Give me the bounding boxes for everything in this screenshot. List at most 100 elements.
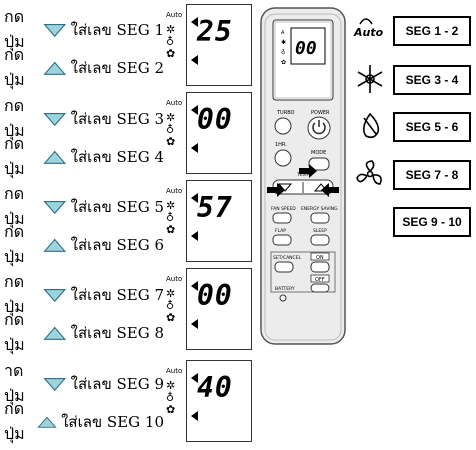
- pointer-arrow-right: [321, 183, 339, 197]
- indicator-arrow-icon: [191, 17, 198, 27]
- segment-instruction: ใส่เลข SEG 3: [70, 110, 164, 128]
- instruction-row-down: กดปุ่มใส่เลข SEG 1: [4, 7, 164, 51]
- fan-icon: ✿: [166, 403, 176, 416]
- up-arrow-icon: [43, 238, 67, 252]
- instruction-row-up: กดปุ่ม ใส่เลข SEG 8: [4, 310, 164, 354]
- lcd-panel: Auto ✲ ♁ ✿ 00: [162, 92, 252, 174]
- dry-icon: [352, 108, 388, 144]
- pointer-arrow-left: [267, 183, 285, 197]
- auto-icon: Auto: [166, 11, 183, 19]
- dry-icon: ♁: [166, 211, 175, 224]
- segment-instruction: ใส่เลข SEG 2: [70, 59, 164, 77]
- pointer-icon: [191, 143, 198, 153]
- mode-icons: Auto ✲ ♁ ✿: [162, 92, 184, 174]
- sleep-button[interactable]: [310, 234, 330, 246]
- segment-instruction: ใส่เลข SEG 6: [70, 236, 164, 254]
- pointer-arrow-mode: [299, 164, 317, 178]
- remote-control: A ✱ ♁ ✿ 00 TURBO POWER 1HR. MODE TEMP FA…: [260, 7, 346, 345]
- temp-label: TEMP: [296, 172, 309, 178]
- instruction-row-up: กดปุ่ม ใส่เลข SEG 6: [4, 222, 164, 266]
- press-label: กดปุ่ม: [4, 45, 25, 89]
- set-cancel-button[interactable]: [274, 261, 294, 273]
- lcd-screen: 57: [186, 180, 252, 262]
- remote-auto-icon: A: [281, 30, 285, 36]
- indicator-arrow-icon: [191, 281, 198, 291]
- segment-legend-box: SEG 3 - 4: [393, 65, 471, 95]
- mode-label: MODE: [311, 150, 326, 156]
- segment-legend-box: SEG 7 - 8: [393, 160, 471, 190]
- fan-icon: ✿: [166, 311, 176, 324]
- on-button[interactable]: [310, 261, 330, 273]
- up-arrow-icon: [37, 416, 57, 428]
- dry-icon: ♁: [166, 391, 175, 404]
- fan-icon: ✿: [166, 47, 176, 60]
- segment-instruction: ใส่เลข SEG 9: [70, 375, 164, 393]
- lcd-screen: 40: [186, 360, 252, 442]
- instruction-row-up: กดปุ่ม ใส่เลข SEG 4: [4, 134, 164, 178]
- fan-speed-label: FAN SPEED: [271, 206, 296, 212]
- snowflake-icon: ✲: [166, 23, 176, 36]
- auto-icon: Auto: [166, 187, 183, 195]
- segment-legend-box: SEG 5 - 6: [393, 112, 471, 142]
- press-label: กดปุ่ม: [4, 134, 25, 178]
- segment-instruction: ใส่เลข SEG 4: [70, 148, 164, 166]
- battery-indicator: [279, 294, 287, 302]
- instruction-row-down: กดปุ่มใส่เลข SEG 3: [4, 96, 164, 140]
- turbo-button[interactable]: [274, 117, 292, 135]
- snowflake-icon: ✲: [166, 199, 176, 212]
- press-label: กดปุ่ม: [4, 272, 25, 316]
- up-arrow-icon: [43, 61, 67, 75]
- snowflake-icon: ✲: [166, 111, 176, 124]
- snowflake-icon: ✲: [166, 287, 176, 300]
- up-arrow-icon: [43, 326, 67, 340]
- 1hr-button[interactable]: [274, 149, 292, 167]
- pointer-icon: [191, 231, 198, 241]
- turbo-label: TURBO: [276, 110, 295, 116]
- lcd-screen: 00: [186, 92, 252, 174]
- svg-text:✱: ✱: [281, 39, 286, 46]
- indicator-arrow-icon: [191, 105, 198, 115]
- off-button[interactable]: [310, 283, 330, 293]
- mode-icons: Auto ✲ ♁ ✿: [162, 180, 184, 262]
- auto-icon: Auto: [166, 99, 183, 107]
- down-arrow-icon: [43, 23, 67, 38]
- segment-instruction: ใส่เลข SEG 8: [70, 324, 164, 342]
- dry-icon: ♁: [166, 35, 175, 48]
- press-label: กดปุ่ม: [4, 222, 25, 266]
- mode-icons: Auto ✲ ♁ ✿: [162, 360, 184, 442]
- down-arrow-icon: [43, 377, 67, 392]
- auto-icon: Auto: [166, 367, 183, 375]
- lcd-screen: 00: [186, 268, 252, 350]
- instruction-row-down: กดปุ่ม ใส่เลข SEG 7: [4, 272, 164, 316]
- flap-label: FLAP: [275, 228, 286, 234]
- set-cancel-label: SET/CANCEL: [273, 255, 302, 261]
- flap-button[interactable]: [272, 234, 292, 246]
- indicator-arrow-icon: [191, 373, 198, 383]
- segment-instruction: ใส่เลข SEG 7: [70, 286, 164, 304]
- indicator-arrow-icon: [191, 193, 198, 203]
- segment-legend-box: SEG 1 - 2: [393, 16, 471, 46]
- svg-text:✿: ✿: [281, 59, 286, 66]
- 1hr-label: 1HR.: [275, 142, 287, 148]
- mode-icons: Auto ✲ ♁ ✿: [162, 268, 184, 350]
- lcd-panel: Auto ✲ ♁ ✿ 00: [162, 268, 252, 350]
- instruction-row-up: กดปุ่มใส่เลข SEG 10: [4, 399, 164, 443]
- instruction-row-up: กดปุ่ม ใส่เลข SEG 2: [4, 45, 164, 89]
- segment-instruction: ใส่เลข SEG 5: [70, 198, 164, 216]
- lcd-digits: 57: [197, 191, 233, 224]
- fan-speed-button[interactable]: [272, 212, 292, 224]
- remote-display: [272, 19, 334, 101]
- lcd-screen: 25: [186, 4, 252, 86]
- instruction-row-down: าดปุ่มใส่เลข SEG 9: [4, 361, 164, 405]
- press-label: กดปุ่ม: [4, 399, 25, 443]
- lcd-digits: 00: [197, 103, 233, 136]
- svg-text:♁: ♁: [281, 48, 285, 56]
- press-label: กดปุ่ม: [4, 184, 25, 228]
- press-label: กดปุ่ม: [4, 310, 25, 354]
- auto-icon-text: Auto: [353, 26, 384, 39]
- energy-saving-button[interactable]: [310, 212, 330, 224]
- lcd-panel: Auto ✲ ♁ ✿ 40: [162, 360, 252, 442]
- power-button[interactable]: [307, 116, 331, 140]
- lcd-panel: Auto ✲ ♁ ✿ 25: [162, 4, 252, 86]
- dry-icon: ♁: [166, 299, 175, 312]
